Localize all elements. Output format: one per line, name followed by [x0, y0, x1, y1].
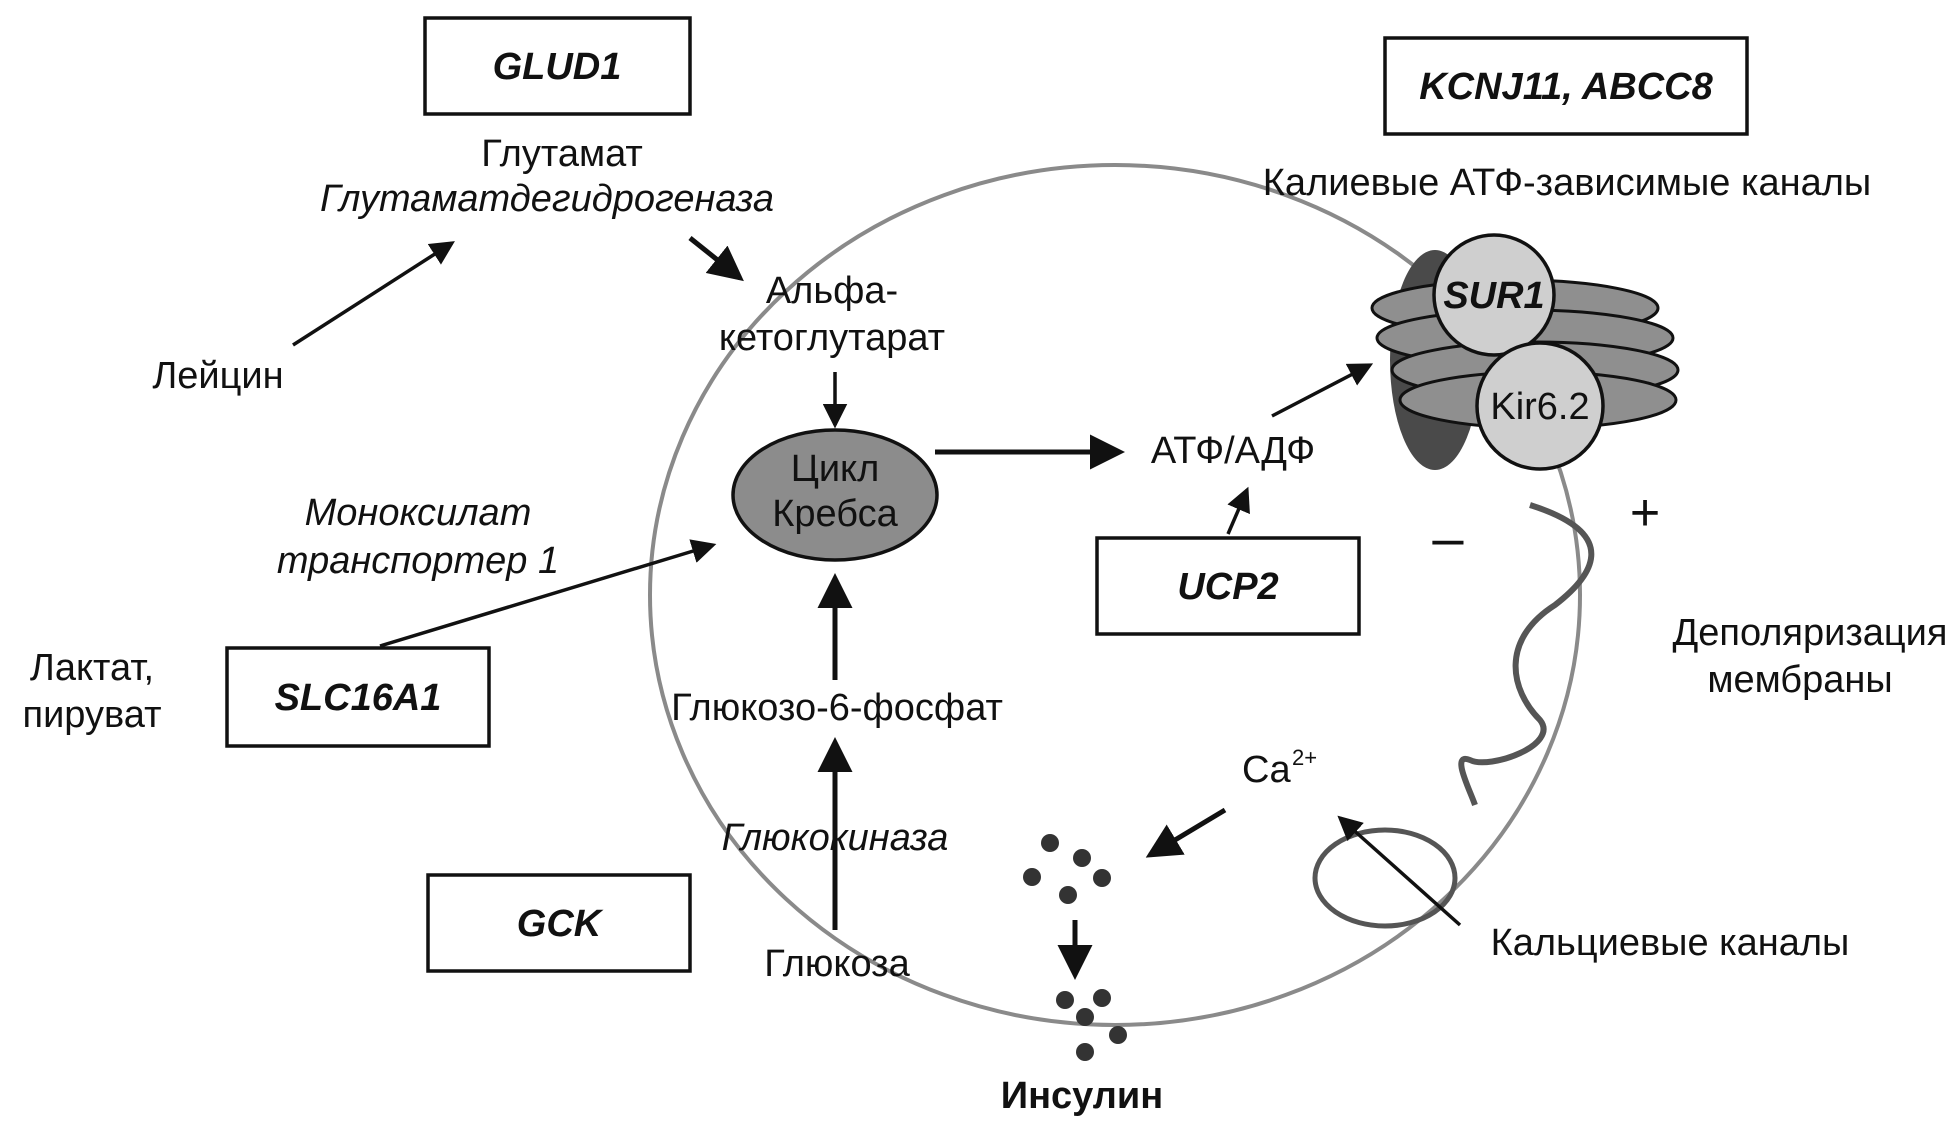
gdh-to-akg-arrow — [688, 236, 744, 282]
gene-box-gck: GCK — [426, 873, 692, 973]
granule — [1076, 1043, 1094, 1061]
krebs-label-line2: Кребса — [772, 493, 898, 535]
depolarization-label-line2: мембраны — [1707, 659, 1892, 701]
kir62-label: Kir6.2 — [1490, 386, 1589, 428]
depolarization-wave — [1458, 502, 1595, 807]
gene-label-gck: GCK — [517, 903, 604, 945]
granule — [1093, 869, 1111, 887]
ca-label: Ca — [1242, 749, 1291, 791]
granule — [1041, 834, 1059, 852]
gene-box-kcnj11-abcc8: KCNJ11, ABCC8 — [1383, 36, 1749, 136]
gdh-label: Глутаматдегидрогеназа — [320, 178, 774, 220]
gene-label-ucp2: UCP2 — [1177, 566, 1278, 608]
krebs-label-line1: Цикл — [791, 448, 880, 490]
sur1-subunit — [1432, 233, 1556, 357]
insulin-granules-released — [1056, 989, 1127, 1061]
glutamate-label: Глутамат — [481, 133, 643, 175]
katp-channel: SUR1 Kir6.2 — [1370, 233, 1680, 471]
mct1-label-line1: Моноксилат — [305, 492, 532, 534]
insulin-granules-inside — [1023, 834, 1111, 904]
ca-charge-label: 2+ — [1292, 745, 1317, 770]
katp-channels-label: Калиевые АТФ-зависимые каналы — [1263, 162, 1871, 204]
g6p-label: Глюкозо-6-фосфат — [671, 687, 1003, 729]
granule — [1076, 1008, 1094, 1026]
plus-sign: + — [1630, 484, 1660, 542]
granule — [1073, 849, 1091, 867]
glucokinase-label: Глюкокиназа — [722, 817, 949, 859]
lactate-label-line1: Лактат, — [30, 647, 154, 689]
gene-label-kcnj11-abcc8: KCNJ11, ABCC8 — [1419, 66, 1713, 108]
akg-label-line1: Альфа- — [766, 270, 898, 312]
ca-to-granules-arrow — [1145, 807, 1227, 858]
gene-label-slc16a1: SLC16A1 — [275, 677, 442, 719]
sur1-label: SUR1 — [1443, 275, 1544, 317]
calcium-channel-arrow — [1337, 815, 1462, 927]
granule — [1093, 989, 1111, 1007]
gene-box-ucp2: UCP2 — [1095, 536, 1361, 636]
slc16a1-to-krebs-arrow — [379, 539, 717, 648]
akg-label-line2: кетоглутарат — [719, 317, 945, 359]
minus-sign: – — [1432, 506, 1464, 569]
gene-box-glud1: GLUD1 — [423, 16, 692, 116]
kir62-subunit — [1475, 341, 1605, 471]
glucose-label: Глюкоза — [764, 943, 910, 985]
leucine-label: Лейцин — [152, 355, 283, 397]
lactate-label-line2: пируват — [23, 694, 162, 736]
granule — [1059, 886, 1077, 904]
gene-label-glud1: GLUD1 — [493, 46, 622, 88]
depolarization-label-line1: Деполяризация — [1673, 612, 1948, 654]
atp-adp-label: АТФ/АДФ — [1151, 430, 1315, 472]
mct1-label-line2: транспортер 1 — [277, 540, 559, 582]
gene-box-slc16a1: SLC16A1 — [225, 646, 491, 748]
atp-to-katp-arrow — [1271, 363, 1374, 418]
granule — [1023, 868, 1041, 886]
leucine-to-glutamate-arrow — [292, 241, 455, 347]
krebs-cycle-node — [731, 428, 939, 562]
insulin-label: Инсулин — [1001, 1075, 1163, 1117]
granule — [1109, 1026, 1127, 1044]
granule — [1056, 991, 1074, 1009]
ucp2-to-atp-arrow — [1226, 486, 1250, 535]
cell-membrane — [648, 163, 1582, 1027]
calcium-channels-label: Кальциевые каналы — [1491, 922, 1850, 964]
calcium-channel — [1312, 827, 1458, 929]
